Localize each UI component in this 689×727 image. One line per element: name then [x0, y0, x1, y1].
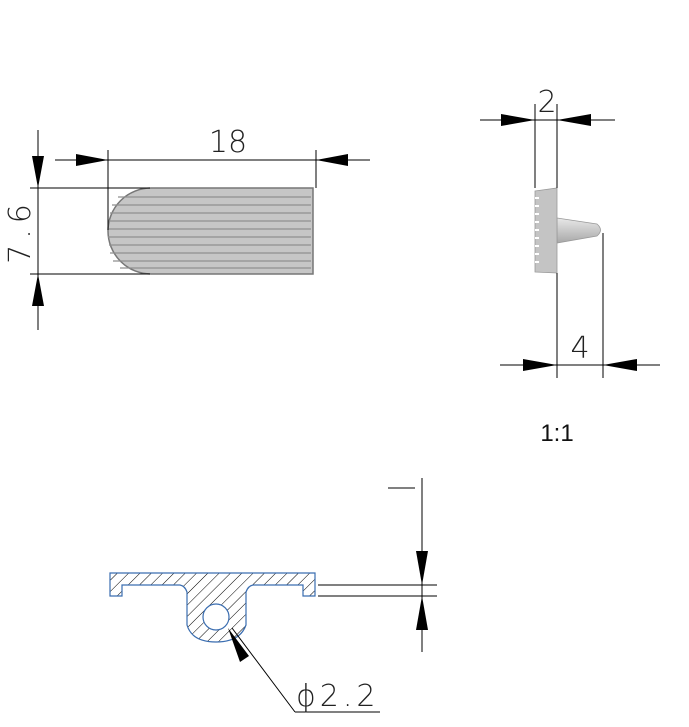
- front-view: 18 7.6: [3, 125, 370, 330]
- scale-label: 1:1: [540, 420, 573, 447]
- section-view: ϕ2.2: [109, 478, 437, 714]
- pin-dimension: 4: [570, 331, 589, 366]
- thickness-dimension: 2: [537, 85, 556, 120]
- height-dimension: 7.6: [3, 198, 38, 264]
- width-dimension: 18: [209, 125, 247, 160]
- side-view: 2 4: [480, 85, 660, 378]
- dimension-arrows: [32, 154, 348, 306]
- hole: [202, 603, 230, 631]
- pin: [556, 217, 601, 244]
- grip-ribs: [108, 196, 311, 269]
- hole-diameter-dimension: ϕ2.2: [296, 679, 380, 714]
